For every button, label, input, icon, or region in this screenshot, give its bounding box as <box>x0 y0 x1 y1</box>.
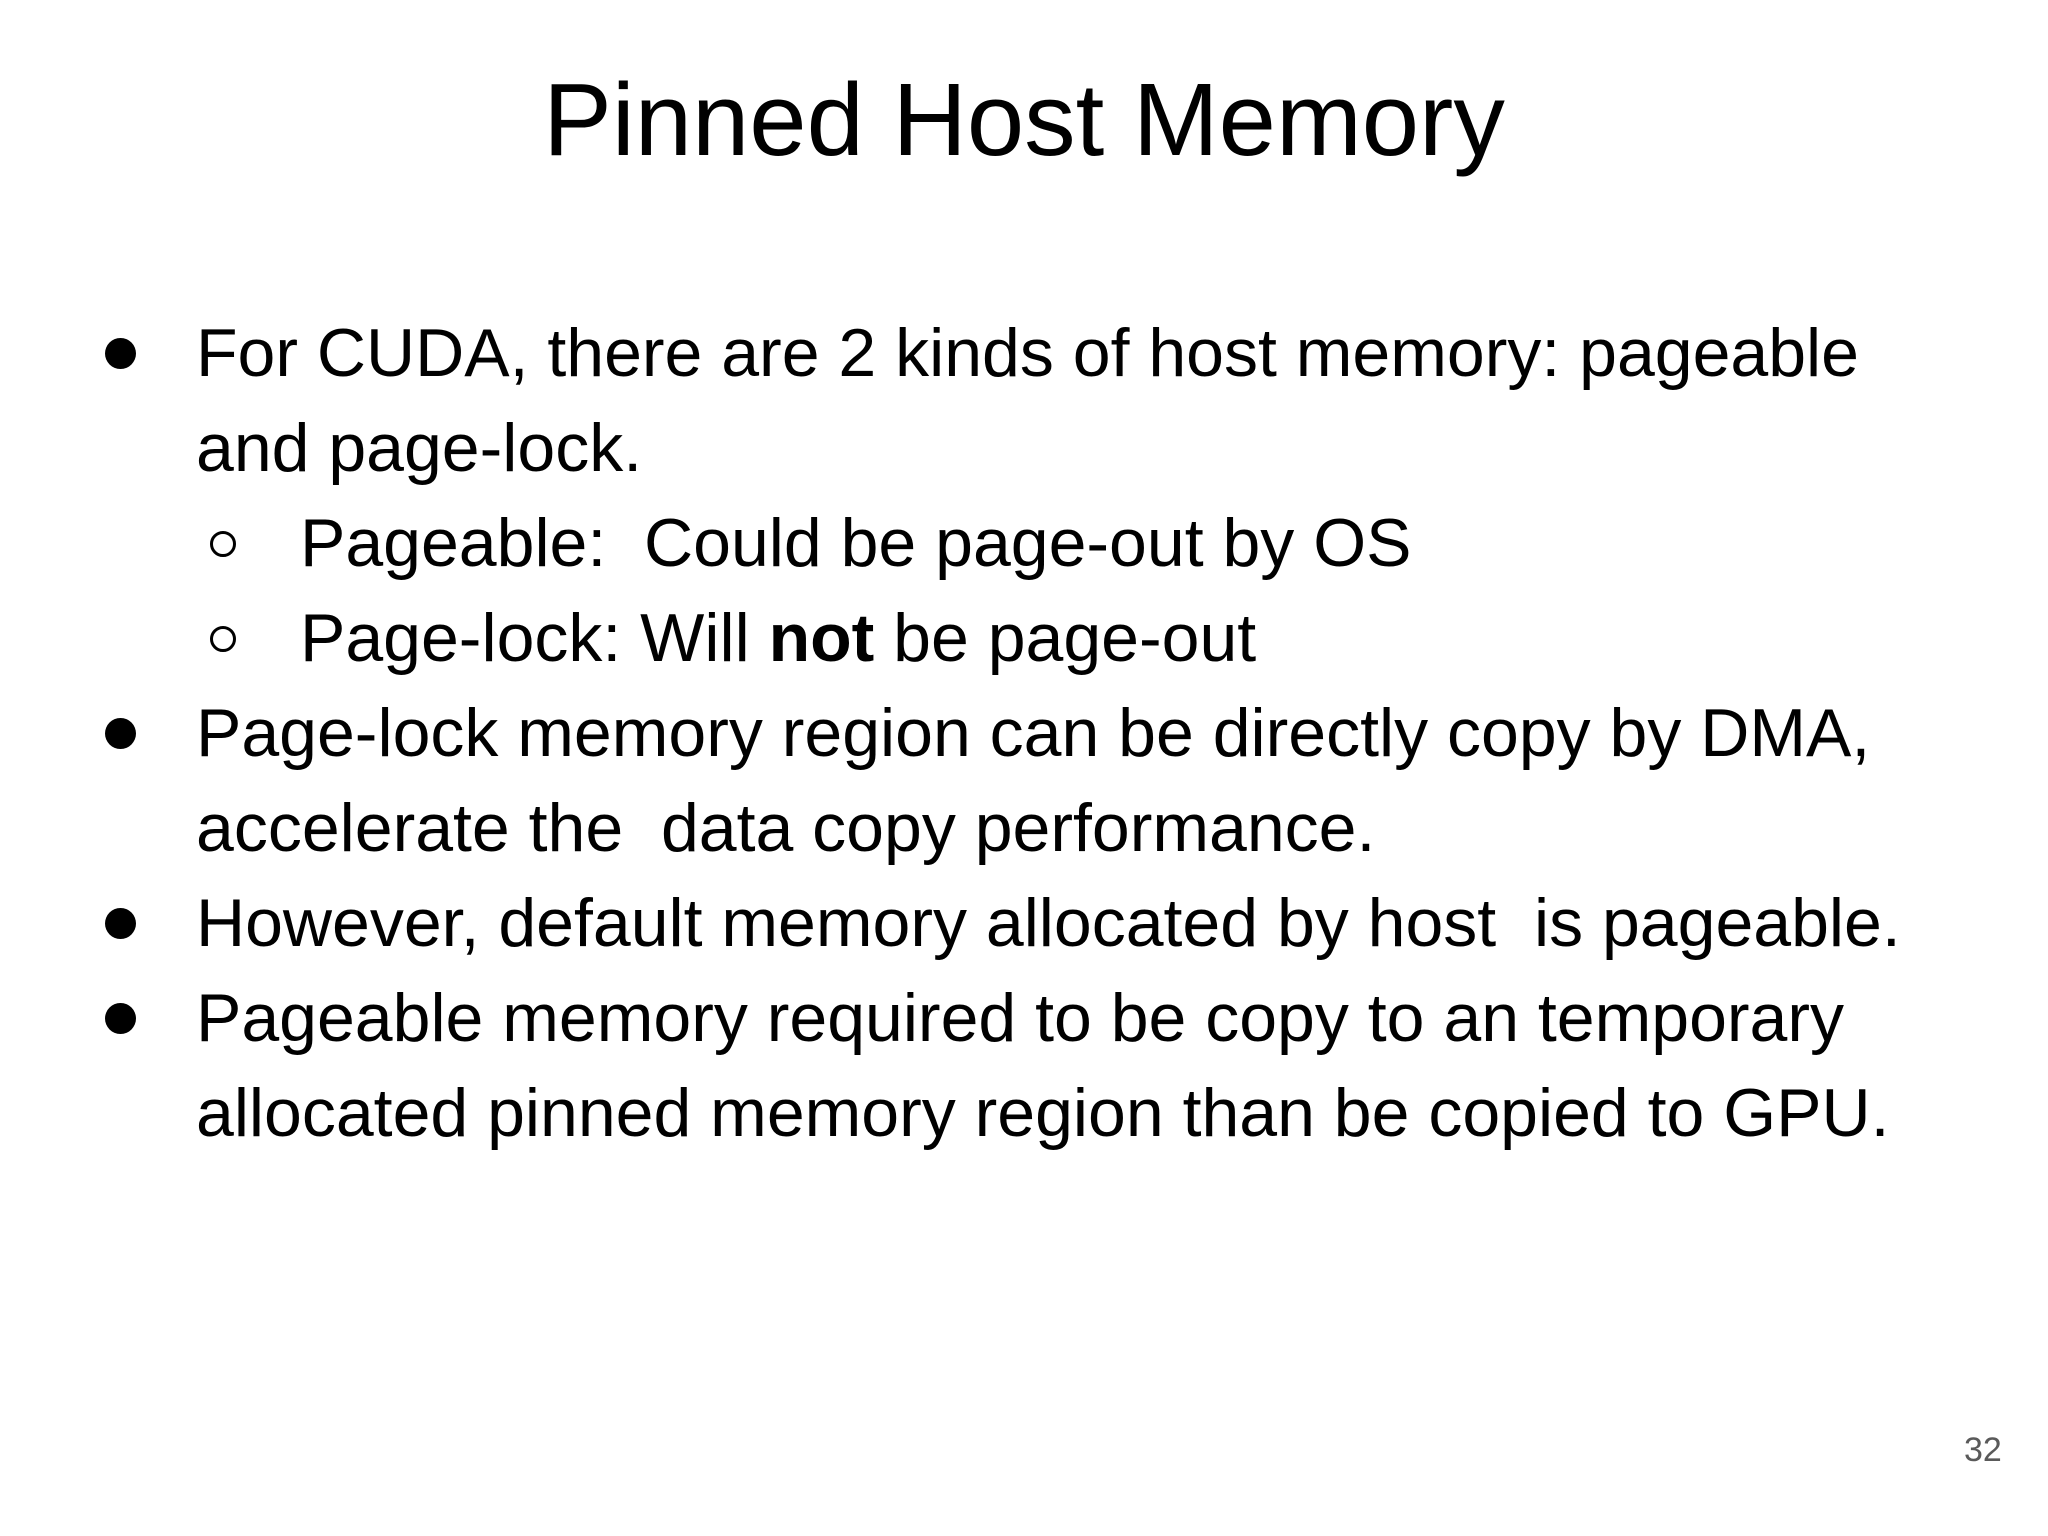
bullet-line: Page-lock memory region can be directly … <box>0 686 2048 781</box>
bullet-item: Page-lock: Will not be page-out <box>0 591 2048 686</box>
bullet-text: Page-lock memory region can be directly … <box>196 695 1871 771</box>
bullet-line: allocated pinned memory region than be c… <box>0 1066 2048 1161</box>
hollow-bullet-icon <box>210 626 236 652</box>
filled-bullet-icon <box>105 908 136 939</box>
bullet-line: Pageable memory required to be copy to a… <box>0 971 2048 1066</box>
bullet-line: However, default memory allocated by hos… <box>0 876 2048 971</box>
page-number: 32 <box>1964 1431 2002 1469</box>
bullet-item: Pageable: Could be page-out by OS <box>0 496 2048 591</box>
slide-title: Pinned Host Memory <box>543 62 1505 177</box>
bullet-line: accelerate the data copy performance. <box>0 781 2048 876</box>
bullet-text: allocated pinned memory region than be c… <box>196 1075 1890 1151</box>
bullet-line: Page-lock: Will not be page-out <box>0 591 2048 686</box>
filled-bullet-icon <box>105 1003 136 1034</box>
bullet-item: Page-lock memory region can be directly … <box>0 686 2048 876</box>
filled-bullet-icon <box>105 718 136 749</box>
bullet-text: Page-lock: Will <box>300 600 769 676</box>
bullet-line: For CUDA, there are 2 kinds of host memo… <box>0 306 2048 401</box>
bullet-line: Pageable: Could be page-out by OS <box>0 496 2048 591</box>
filled-bullet-icon <box>105 338 136 369</box>
bullet-item: However, default memory allocated by hos… <box>0 876 2048 971</box>
bullet-line: and page-lock. <box>0 401 2048 496</box>
bullet-text: Pageable memory required to be copy to a… <box>196 980 1845 1056</box>
bullet-text: and page-lock. <box>196 410 643 486</box>
bullet-text: be page-out <box>874 600 1257 676</box>
bullet-text: accelerate the data copy performance. <box>196 790 1376 866</box>
bullet-text: For CUDA, there are 2 kinds of host memo… <box>196 315 1859 391</box>
bullet-list: For CUDA, there are 2 kinds of host memo… <box>0 306 2048 1161</box>
bullet-text: Pageable: Could be page-out by OS <box>300 505 1412 581</box>
hollow-bullet-icon <box>210 531 236 557</box>
bullet-text-bold: not <box>768 600 875 676</box>
bullet-item: Pageable memory required to be copy to a… <box>0 971 2048 1161</box>
bullet-item: For CUDA, there are 2 kinds of host memo… <box>0 306 2048 496</box>
bullet-text: However, default memory allocated by hos… <box>196 885 1901 961</box>
